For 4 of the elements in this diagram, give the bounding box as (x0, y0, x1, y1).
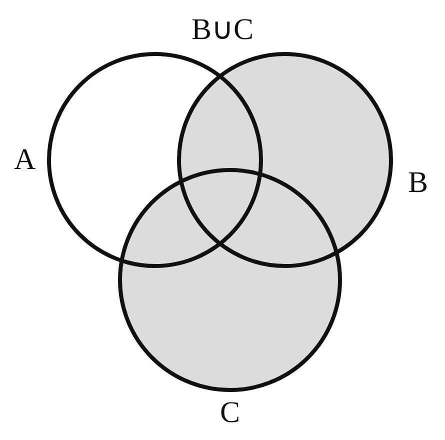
set-expression-title: B∪C (190, 14, 255, 46)
set-label: B (408, 168, 428, 198)
set-label: A (14, 145, 36, 175)
set-label: C (220, 398, 240, 428)
